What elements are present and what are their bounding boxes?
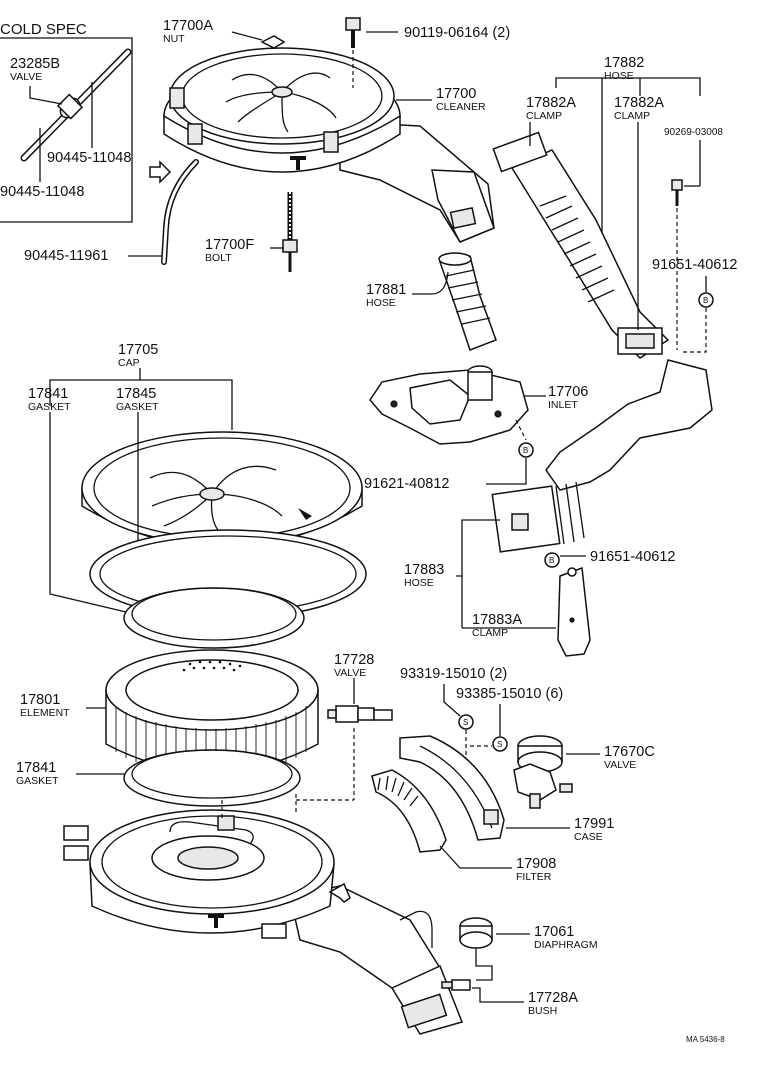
part-name-17841-bottom: GASKET [16,775,59,787]
inlet-17706 [369,365,529,445]
part-number-93319-15010: 93319-15010 (2) [400,666,507,682]
gasket-17841-bottom [123,749,301,807]
part-number-17061: 17061 [534,924,574,940]
element-17801 [105,649,319,775]
part-number-17700: 17700 [436,86,476,102]
part-number-90119-06164: 90119-06164 (2) [404,25,510,41]
lower-housing [63,809,463,1035]
part-number-17700F: 17700F [205,237,254,253]
part-number-23285B: 23285B [10,56,60,72]
part-name-17700A: NUT [163,33,185,45]
part-number-17882: 17882 [604,55,644,71]
part-number-17700A: 17700A [163,18,213,34]
part-number-90445-11961: 90445-11961 [24,248,108,264]
part-name-17670C: VALVE [604,759,636,771]
part-name-17991: CASE [574,831,603,843]
part-number-17706: 17706 [548,384,588,400]
valve-17670C [513,735,573,809]
part-number-17841-top: 17841 [28,386,68,402]
part-number-17728: 17728 [334,652,374,668]
cap-17705 [81,431,363,549]
part-number-17883A: 17883A [472,612,522,628]
case-17991 [399,735,505,841]
part-number-91651-40612-bottom: 91651-40612 [590,549,675,565]
callout-s-left: S [463,718,468,727]
part-number-90445-11048-b: 90445-11048 [0,184,84,200]
drawing-code: MA 5436-8 [686,1035,725,1044]
screw-90269 [671,179,683,350]
bush-17728A [441,979,471,991]
part-name-17882A-left: CLAMP [526,110,562,122]
part-name-17061: DIAPHRAGM [534,939,598,951]
part-name-17883A: CLAMP [472,627,508,639]
callout-b-top: B [703,296,708,305]
part-number-17705: 17705 [118,342,158,358]
valve-17728 [327,705,393,723]
part-number-17728A: 17728A [528,990,578,1006]
cold-spec-inset: COLD SPEC 23285B VALVE 90445-11048 90445… [0,21,133,223]
part-number-91621-40812: 91621-40812 [364,476,449,492]
part-name-17728A: BUSH [528,1005,557,1017]
hose-17883 [491,359,713,553]
part-name-17908: FILTER [516,871,552,883]
diaphragm-17061 [459,917,493,981]
hose-17881 [438,252,497,351]
part-name-17700F: BOLT [205,252,232,264]
part-number-17841-bottom: 17841 [16,760,56,776]
part-name-17700: CLEANER [436,101,486,113]
part-number-17882A-left: 17882A [526,95,576,111]
loose-hose-90445-11961 [149,159,199,265]
part-number-17801: 17801 [20,692,60,708]
hose-17882 [492,131,670,359]
part-name-17881: HOSE [366,297,396,309]
part-number-90269-03008: 90269-03008 [664,127,723,138]
cold-spec-valve-illustration [20,48,132,162]
inset-title: COLD SPEC [0,21,87,38]
callout-b-inlet: B [523,446,528,455]
part-number-91651-40612-top: 91651-40612 [652,257,737,273]
part-name-17728: VALVE [334,667,366,679]
part-name-17845: GASKET [116,401,159,413]
callout-b-hose: B [549,556,554,565]
part-number-90445-11048-a: 90445-11048 [47,150,131,166]
part-name-17882A-right: CLAMP [614,110,650,122]
part-name-17705: CAP [118,357,140,369]
gasket-17845 [123,587,305,649]
part-name-17883: HOSE [404,577,434,589]
bolt-90119 [345,17,361,88]
bolt-17700F [282,192,298,272]
part-name-17801: ELEMENT [20,707,70,719]
callout-s-right: S [497,740,502,749]
part-number-17882A-right: 17882A [614,95,664,111]
part-name-17882: HOSE [604,70,634,82]
part-number-17845: 17845 [116,386,156,402]
part-number-17908: 17908 [516,856,556,872]
part-name-17706: INLET [548,399,578,411]
filter-17908 [371,769,447,853]
part-number-17881: 17881 [366,282,406,298]
part-name-17841-top: GASKET [28,401,71,413]
clamp-17883A [557,566,591,657]
part-number-17991: 17991 [574,816,614,832]
part-number-93385-15010: 93385-15010 (6) [456,686,563,702]
part-number-17883: 17883 [404,562,444,578]
part-name-23285B: VALVE [10,71,42,83]
part-number-17670C: 17670C [604,744,655,760]
air-cleaner-top-assembly [163,35,495,243]
